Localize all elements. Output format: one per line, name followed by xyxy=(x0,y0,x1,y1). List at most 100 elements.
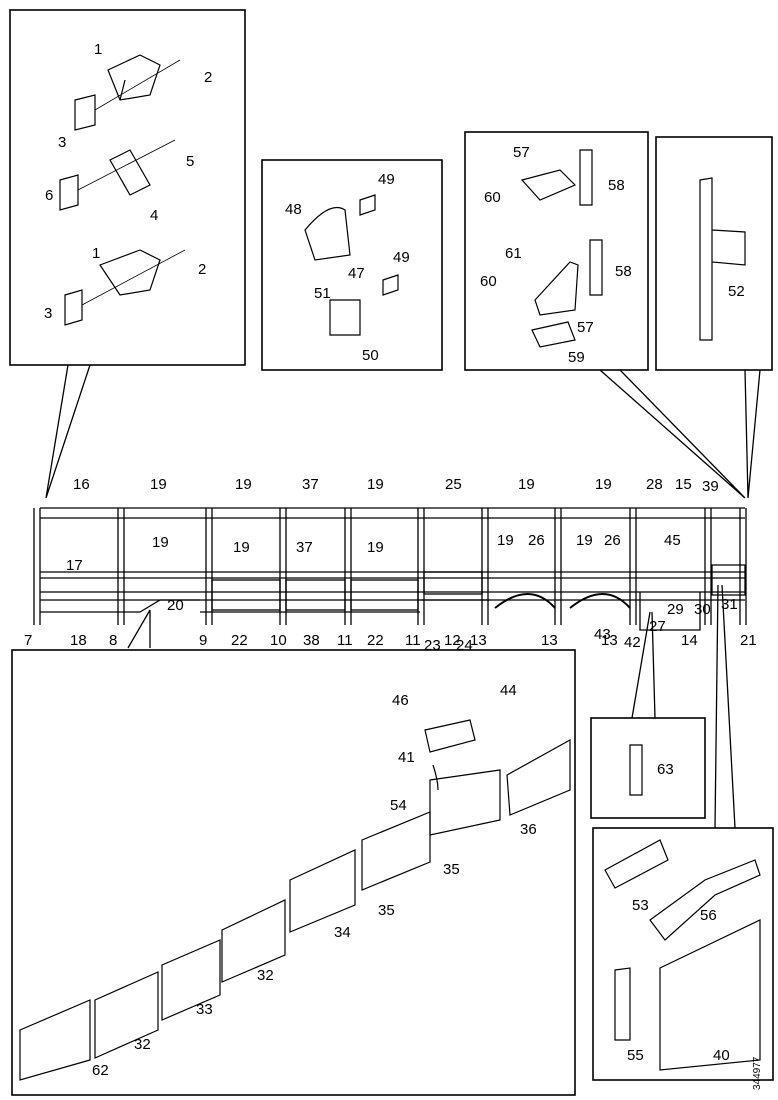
callout-4: 4 xyxy=(150,207,159,224)
part-sketches xyxy=(19,149,761,1081)
callout-41: 41 xyxy=(398,749,415,766)
callout-27: 27 xyxy=(649,618,666,635)
callout-25: 25 xyxy=(445,476,462,493)
callout-26: 26 xyxy=(604,532,621,549)
callout-20: 20 xyxy=(167,597,184,614)
callout-13: 13 xyxy=(470,632,487,649)
callout-12: 12 xyxy=(444,632,461,649)
callout-24: 24 xyxy=(456,637,473,654)
bracket-sketches xyxy=(59,54,186,326)
callout-19: 19 xyxy=(235,476,252,493)
callout-44: 44 xyxy=(500,682,517,699)
callout-46: 46 xyxy=(392,692,409,709)
callout-28: 28 xyxy=(646,476,663,493)
callout-59: 59 xyxy=(568,349,585,366)
callout-45: 45 xyxy=(664,532,681,549)
callout-57: 57 xyxy=(513,144,530,161)
callout-31: 31 xyxy=(721,596,738,613)
callout-3: 3 xyxy=(44,305,53,322)
callout-43: 43 xyxy=(594,626,611,643)
callout-19: 19 xyxy=(233,539,250,556)
callout-19: 19 xyxy=(595,476,612,493)
callout-2: 2 xyxy=(198,261,207,278)
callout-57: 57 xyxy=(577,319,594,336)
callout-19: 19 xyxy=(367,476,384,493)
callout-58: 58 xyxy=(608,177,625,194)
callout-63: 63 xyxy=(657,761,674,778)
callout-21: 21 xyxy=(740,632,757,649)
callout-33: 33 xyxy=(196,1001,213,1018)
callout-35: 35 xyxy=(443,861,460,878)
callout-11: 11 xyxy=(405,632,421,649)
callout-22: 22 xyxy=(367,632,384,649)
callout-9: 9 xyxy=(199,632,208,649)
leader-lines xyxy=(45,364,761,829)
callout-1: 1 xyxy=(94,41,103,58)
callout-56: 56 xyxy=(700,907,717,924)
callout-35: 35 xyxy=(378,902,395,919)
callout-29: 29 xyxy=(667,601,684,618)
detail-box-profiles xyxy=(592,827,774,1081)
callout-32: 32 xyxy=(134,1036,151,1053)
callout-53: 53 xyxy=(632,897,649,914)
callout-23: 23 xyxy=(424,637,441,654)
callout-16: 16 xyxy=(73,476,90,493)
callout-19: 19 xyxy=(150,476,167,493)
callout-34: 34 xyxy=(334,924,351,941)
callout-37: 37 xyxy=(302,476,319,493)
detail-box-brackets xyxy=(9,9,246,366)
callout-30: 30 xyxy=(694,601,711,618)
detail-box-panels xyxy=(11,649,576,1096)
callout-14: 14 xyxy=(681,632,698,649)
body-frame xyxy=(33,507,747,631)
callout-3: 3 xyxy=(58,134,67,151)
callout-15: 15 xyxy=(675,476,692,493)
callout-18: 18 xyxy=(70,632,87,649)
callout-36: 36 xyxy=(520,821,537,838)
callout-19: 19 xyxy=(367,539,384,556)
callout-19: 19 xyxy=(152,534,169,551)
callout-62: 62 xyxy=(92,1062,109,1079)
callout-50: 50 xyxy=(362,347,379,364)
callout-5: 5 xyxy=(186,153,195,170)
callout-13: 13 xyxy=(601,632,618,649)
callout-19: 19 xyxy=(497,532,514,549)
callout-39: 39 xyxy=(702,478,719,495)
callout-1: 1 xyxy=(92,245,101,262)
callout-7: 7 xyxy=(24,632,33,649)
detail-box-brackets-57-61 xyxy=(464,131,649,371)
callout-48: 48 xyxy=(285,201,302,218)
callout-2: 2 xyxy=(204,69,213,86)
callout-8: 8 xyxy=(109,632,118,649)
callout-49: 49 xyxy=(393,249,410,266)
callout-42: 42 xyxy=(624,634,641,651)
callout-17: 17 xyxy=(66,557,83,574)
callout-10: 10 xyxy=(270,632,287,649)
callout-51: 51 xyxy=(314,285,331,302)
callout-11: 11 xyxy=(337,632,353,649)
detail-box-post-52 xyxy=(655,136,773,371)
callout-32: 32 xyxy=(257,967,274,984)
callout-60: 60 xyxy=(480,273,497,290)
callout-52: 52 xyxy=(728,283,745,300)
callout-40: 40 xyxy=(713,1047,730,1064)
callout-26: 26 xyxy=(528,532,545,549)
callout-54: 54 xyxy=(390,797,407,814)
callout-22: 22 xyxy=(231,632,248,649)
callout-61: 61 xyxy=(505,245,522,262)
callout-37: 37 xyxy=(296,539,313,556)
callout-19: 19 xyxy=(576,532,593,549)
callout-60: 60 xyxy=(484,189,501,206)
callout-19: 19 xyxy=(518,476,535,493)
detail-box-brackets-47-50 xyxy=(261,159,443,371)
callout-13: 13 xyxy=(541,632,558,649)
callout-47: 47 xyxy=(348,265,365,282)
detail-box-strip-63 xyxy=(590,717,706,819)
callout-6: 6 xyxy=(45,187,54,204)
callout-58: 58 xyxy=(615,263,632,280)
callout-55: 55 xyxy=(627,1047,644,1064)
callout-49: 49 xyxy=(378,171,395,188)
catalog-number: 344977 xyxy=(752,1056,763,1090)
callout-38: 38 xyxy=(303,632,320,649)
